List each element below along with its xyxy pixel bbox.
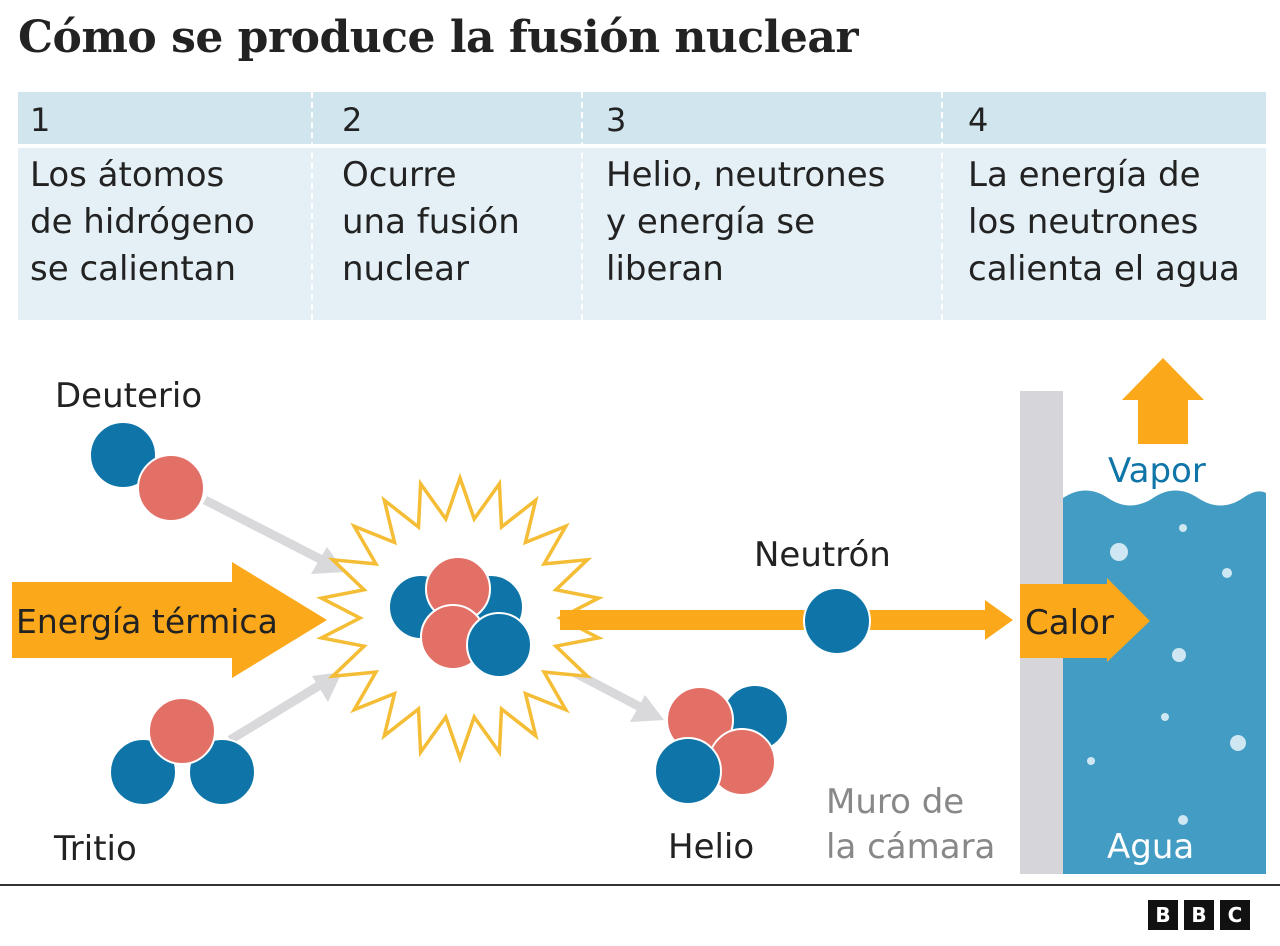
bbc-logo: B B C <box>1148 900 1250 930</box>
deuterio-arrow <box>202 495 345 574</box>
label-muro-line2: la cámara <box>826 827 995 867</box>
step-line: liberan <box>606 249 724 289</box>
logo-letter: B <box>1184 900 1214 930</box>
label-deuterio: Deuterio <box>55 376 202 416</box>
page-title: Cómo se produce la fusión nuclear <box>18 12 859 63</box>
step-line: una fusión <box>342 202 520 242</box>
step-3: 3 Helio, neutrones y energía se liberan <box>582 92 942 320</box>
energia-termica-arrow <box>12 562 327 678</box>
step-line: y energía se <box>606 202 815 242</box>
step-4: 4 La energía de los neutrones calienta e… <box>942 92 1266 320</box>
calor-arrow <box>1020 578 1150 662</box>
step-divider <box>311 92 313 320</box>
water-bubbles <box>1087 524 1246 825</box>
step-divider <box>941 92 943 320</box>
step-line: de hidrógeno <box>30 202 255 242</box>
neutron-arrow <box>560 600 1013 640</box>
label-energia-termica: Energía térmica <box>16 602 278 641</box>
neutron-icon <box>803 587 871 655</box>
vapor-arrow-icon <box>1122 358 1204 444</box>
label-agua: Agua <box>1107 827 1194 867</box>
logo-letter: B <box>1148 900 1178 930</box>
step-number: 4 <box>942 92 1266 144</box>
label-muro-line1: Muro de <box>826 782 964 822</box>
step-line: Los átomos <box>30 155 225 195</box>
step-divider <box>581 92 583 320</box>
step-line: La energía de <box>968 155 1201 195</box>
tritio-atom-icon <box>109 697 256 806</box>
deuterio-atom-icon <box>89 421 205 522</box>
logo-letter: C <box>1220 900 1250 930</box>
tritio-arrow <box>227 672 342 744</box>
step-line: se calientan <box>30 249 237 289</box>
step-number: 1 <box>18 92 312 144</box>
label-neutron: Neutrón <box>754 535 891 575</box>
label-helio: Helio <box>668 827 754 867</box>
step-line: calienta el agua <box>968 249 1240 289</box>
step-line: Helio, neutrones <box>606 155 886 195</box>
step-description: Ocurre una fusión nuclear <box>312 148 582 320</box>
step-1: 1 Los átomos de hidrógeno se calientan <box>18 92 312 320</box>
label-calor: Calor <box>1025 603 1114 643</box>
fused-nucleus-icon <box>388 556 532 678</box>
step-number: 2 <box>312 92 582 144</box>
step-line: nuclear <box>342 249 469 289</box>
step-line: Ocurre <box>342 155 457 195</box>
step-line: los neutrones <box>968 202 1199 242</box>
step-description: La energía de los neutrones calienta el … <box>942 148 1266 320</box>
helio-atom-icon <box>654 684 789 805</box>
water-body <box>1063 490 1266 874</box>
step-description: Los átomos de hidrógeno se calientan <box>18 148 312 320</box>
step-2: 2 Ocurre una fusión nuclear <box>312 92 582 320</box>
step-description: Helio, neutrones y energía se liberan <box>582 148 942 320</box>
label-vapor: Vapor <box>1108 451 1206 491</box>
step-number: 3 <box>582 92 942 144</box>
footer-divider <box>0 884 1280 886</box>
steps-table: 1 Los átomos de hidrógeno se calientan 2… <box>18 92 1266 320</box>
label-tritio: Tritio <box>53 829 137 869</box>
